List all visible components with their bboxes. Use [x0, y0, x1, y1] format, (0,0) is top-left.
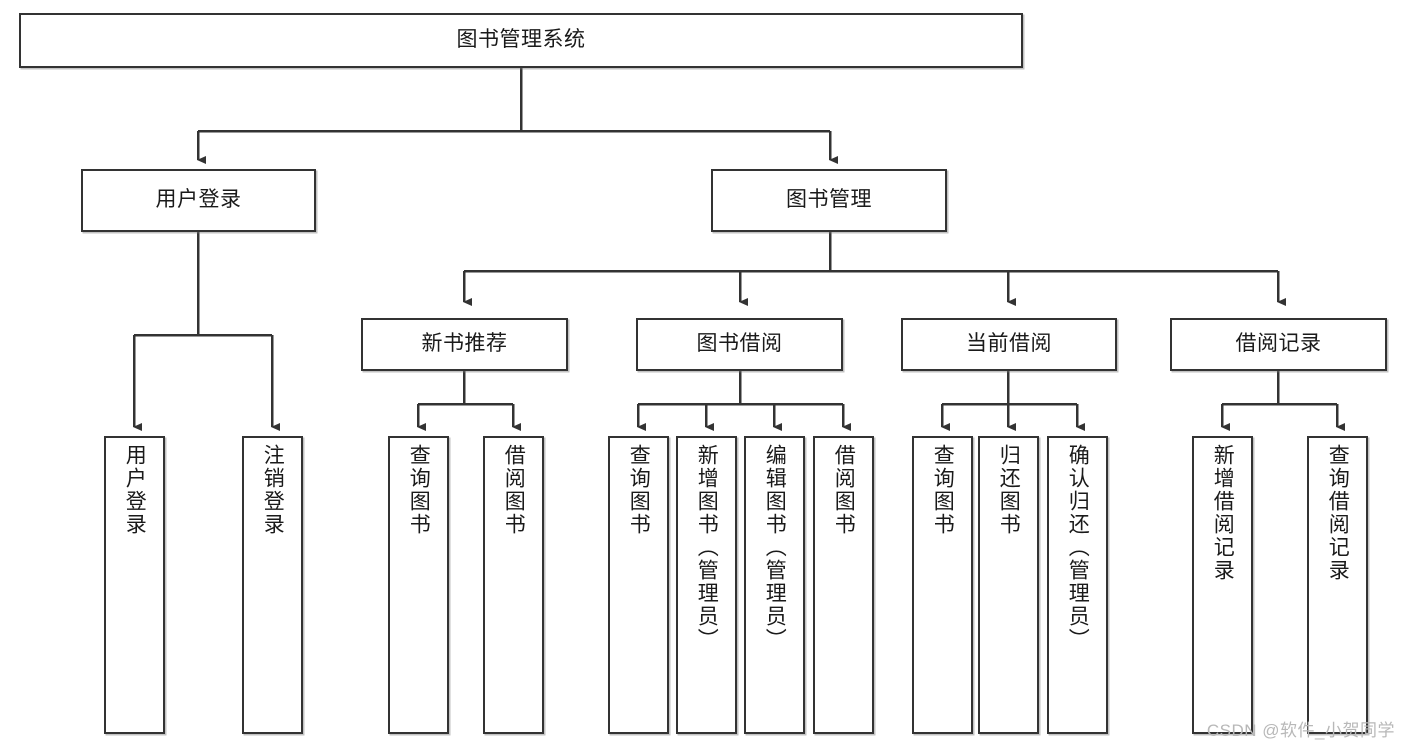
node-book-management-label: 图书管理	[786, 188, 872, 212]
leaf-node-confirm-return-admin-label: 确认归还（管理员）	[1066, 444, 1090, 651]
leaf-node-query-book-rec-label: 查询图书	[407, 444, 431, 536]
leaf-node-query-book-borrow-label: 查询图书	[627, 444, 651, 536]
leaf-node-borrow-book-rec[interactable]: 借阅图书	[483, 436, 544, 734]
leaf-node-return-book-label: 归还图书	[997, 444, 1021, 536]
leaf-node-borrow-book[interactable]: 借阅图书	[813, 436, 874, 734]
leaf-node-query-book-rec[interactable]: 查询图书	[388, 436, 449, 734]
leaf-node-user-login[interactable]: 用户登录	[104, 436, 165, 734]
leaf-node-borrow-book-label: 借阅图书	[832, 444, 856, 536]
node-book-management[interactable]: 图书管理	[711, 169, 947, 232]
leaf-node-query-borrow-record[interactable]: 查询借阅记录	[1307, 436, 1368, 734]
node-user-login-label: 用户登录	[155, 188, 242, 212]
leaf-node-add-borrow-record[interactable]: 新增借阅记录	[1192, 436, 1253, 734]
leaf-node-return-book[interactable]: 归还图书	[978, 436, 1039, 734]
leaf-node-confirm-return-admin[interactable]: 确认归还（管理员）	[1047, 436, 1108, 734]
node-book-borrow-label: 图书借阅	[696, 332, 783, 356]
leaf-node-borrow-book-rec-label: 借阅图书	[502, 444, 526, 536]
leaf-node-query-book-borrow[interactable]: 查询图书	[608, 436, 669, 734]
leaf-node-edit-book-admin-label: 编辑图书（管理员）	[763, 444, 787, 651]
node-borrow-record[interactable]: 借阅记录	[1170, 318, 1387, 371]
leaf-node-add-book-admin[interactable]: 新增图书（管理员）	[676, 436, 737, 734]
node-new-book-recommendation-label: 新书推荐	[421, 332, 508, 356]
leaf-node-user-login-label: 用户登录	[123, 444, 147, 536]
leaf-node-query-book-current-label: 查询图书	[931, 444, 955, 536]
leaf-node-edit-book-admin[interactable]: 编辑图书（管理员）	[744, 436, 805, 734]
leaf-node-query-book-current[interactable]: 查询图书	[912, 436, 973, 734]
node-current-borrow-label: 当前借阅	[966, 332, 1052, 356]
leaf-node-query-borrow-record-label: 查询借阅记录	[1326, 444, 1350, 582]
csdn-watermark: CSDN @软件_小贺同学	[1206, 721, 1395, 740]
leaf-node-add-borrow-record-label: 新增借阅记录	[1211, 444, 1235, 582]
leaf-node-add-book-admin-label: 新增图书（管理员）	[695, 444, 719, 651]
node-new-book-recommendation[interactable]: 新书推荐	[361, 318, 568, 371]
node-book-borrow[interactable]: 图书借阅	[636, 318, 843, 371]
node-user-login[interactable]: 用户登录	[81, 169, 316, 232]
node-root-label: 图书管理系统	[456, 28, 586, 52]
node-root[interactable]: 图书管理系统	[19, 13, 1023, 68]
node-current-borrow[interactable]: 当前借阅	[901, 318, 1117, 371]
leaf-node-logout[interactable]: 注销登录	[242, 436, 303, 734]
node-borrow-record-label: 借阅记录	[1235, 332, 1322, 356]
leaf-node-logout-label: 注销登录	[261, 444, 285, 536]
